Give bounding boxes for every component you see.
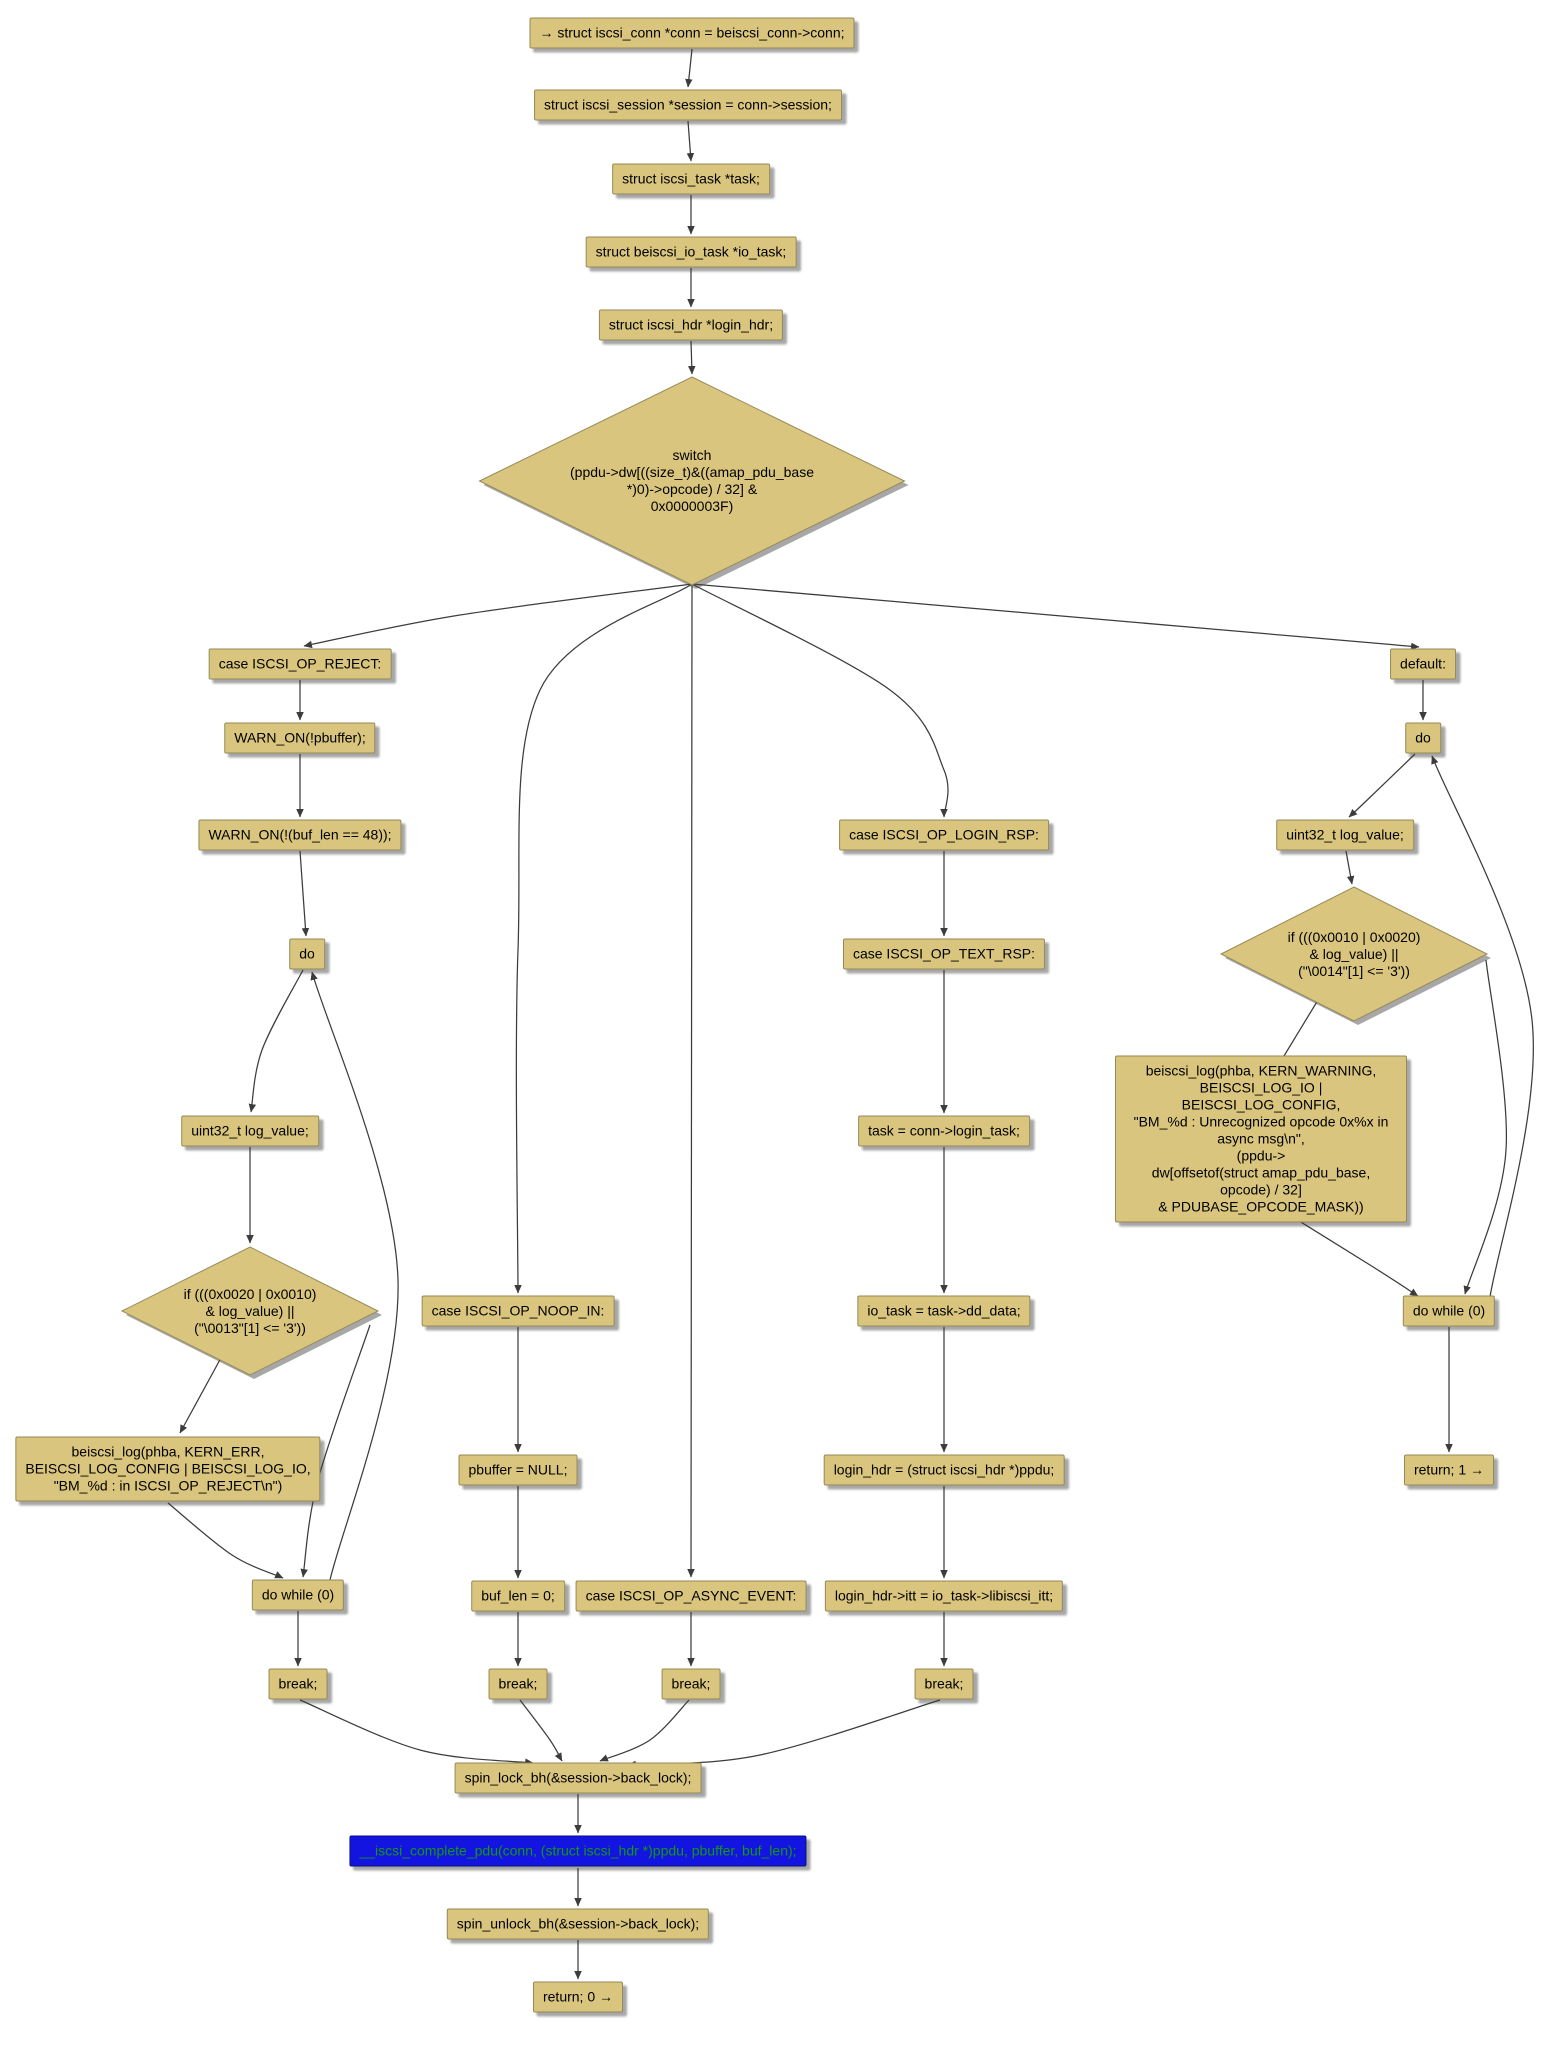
node-break-2: break; (488, 1668, 548, 1700)
node-return-0: return; 0 → (532, 1981, 624, 2013)
node-break-1: break; (268, 1668, 328, 1700)
edge-switch-opcode--case-noop-in (514, 583, 693, 1294)
node-warn-buflen: WARN_ON(!(buf_len == 48)); (198, 819, 402, 851)
edge-if-log-warn--do-while-2 (1463, 959, 1508, 1295)
edge-do-1--log-value-1 (248, 969, 304, 1113)
node-switch-opcode: switch (ppdu->dw[((size_t)&((amap_pdu_ba… (478, 376, 909, 589)
node-case-login-rsp: case ISCSI_OP_LOGIN_RSP: (839, 819, 1049, 851)
node-return-1: return; 1 → (1403, 1454, 1495, 1486)
edge-log-reject--do-while-1 (167, 1502, 284, 1579)
node-label: switch (ppdu->dw[((size_t)&((amap_pdu_ba… (570, 447, 814, 514)
edge-do-while-1--do-1 (310, 971, 399, 1581)
node-spin-lock: spin_lock_bh(&session->back_lock); (454, 1762, 702, 1794)
node-login-itt-assign: login_hdr->itt = io_task->libiscsi_itt; (824, 1580, 1064, 1612)
node-case-text-rsp: case ISCSI_OP_TEXT_RSP: (842, 938, 1046, 970)
edge-break-4--spin-lock (627, 1699, 941, 1769)
node-do-while-1: do while (0) (251, 1579, 345, 1611)
edge-warn-buflen--do-1 (299, 850, 310, 937)
node-do-1: do (289, 938, 325, 970)
node-buflen-zero: buf_len = 0; (471, 1580, 565, 1612)
node-complete-pdu[interactable]: __iscsi_complete_pdu(conn, (struct iscsi… (349, 1835, 807, 1867)
edge-switch-opcode--default-case (691, 583, 1420, 651)
node-io-task-decl: struct beiscsi_io_task *io_task; (585, 236, 797, 268)
node-do-while-2: do while (0) (1402, 1295, 1496, 1327)
node-if-log-warn: if (((0x0010 | 0x0020) & log_value) || (… (1219, 886, 1491, 1025)
node-if-log-err: if (((0x0020 | 0x0010) & log_value) || (… (120, 1246, 382, 1379)
node-warn-pbuffer: WARN_ON(!pbuffer); (224, 722, 376, 754)
node-label: if (((0x0020 | 0x0010) & log_value) || (… (183, 1285, 317, 1336)
edge-do-2--log-value-2 (1348, 753, 1416, 818)
node-session-decl: struct iscsi_session *session = conn->se… (534, 89, 842, 121)
node-login-hdr-assign: login_hdr = (struct iscsi_hdr *)ppdu; (823, 1454, 1065, 1486)
node-task-decl: struct iscsi_task *task; (612, 163, 770, 195)
edge-break-1--spin-lock (299, 1699, 534, 1766)
edge-switch-opcode--case-async-event (687, 583, 695, 1578)
edge-do-while-2--do-2 (1431, 755, 1534, 1298)
node-log-value-2: uint32_t log_value; (1276, 819, 1414, 851)
edge-if-log-err--log-reject (179, 1355, 223, 1434)
edge-log-value-2--if-log-warn (1345, 850, 1355, 885)
edge-break-3--spin-lock (599, 1699, 690, 1762)
node-case-noop-in: case ISCSI_OP_NOOP_IN: (421, 1295, 615, 1327)
node-case-async-event: case ISCSI_OP_ASYNC_EVENT: (575, 1580, 807, 1612)
node-entry: → struct iscsi_conn *conn = beiscsi_conn… (529, 17, 855, 49)
node-log-unrecognized: beiscsi_log(phba, KERN_WARNING, BEISCSI_… (1115, 1055, 1407, 1223)
diamond-shape (1219, 886, 1491, 1025)
node-default-case: default: (1390, 648, 1456, 680)
edge-session-decl--task-decl (686, 120, 695, 162)
node-pbuffer-null: pbuffer = NULL; (458, 1454, 578, 1486)
node-break-4: break; (914, 1668, 974, 1700)
node-log-reject: beiscsi_log(phba, KERN_ERR, BEISCSI_LOG_… (15, 1436, 321, 1502)
edge-login-hdr-decl--switch-opcode (688, 340, 696, 375)
node-login-hdr-decl: struct iscsi_hdr *login_hdr; (598, 309, 784, 341)
node-spin-unlock: spin_unlock_bh(&session->back_lock); (446, 1908, 710, 1940)
node-case-reject: case ISCSI_OP_REJECT: (208, 648, 392, 680)
node-io-task-assign: io_task = task->dd_data; (857, 1295, 1031, 1327)
node-do-2: do (1405, 722, 1441, 754)
diamond-shape (478, 376, 909, 589)
node-log-value-1: uint32_t log_value; (181, 1115, 319, 1147)
node-break-3: break; (661, 1668, 721, 1700)
node-label: if (((0x0010 | 0x0020) & log_value) || (… (1287, 928, 1421, 979)
node-task-assign: task = conn->login_task; (858, 1115, 1030, 1147)
edge-entry--session-decl (685, 48, 693, 88)
edge-break-2--spin-lock (519, 1699, 563, 1762)
edge-switch-opcode--case-login-rsp (691, 583, 949, 818)
diamond-shape (120, 1246, 382, 1379)
edge-switch-opcode--case-reject (303, 583, 693, 649)
